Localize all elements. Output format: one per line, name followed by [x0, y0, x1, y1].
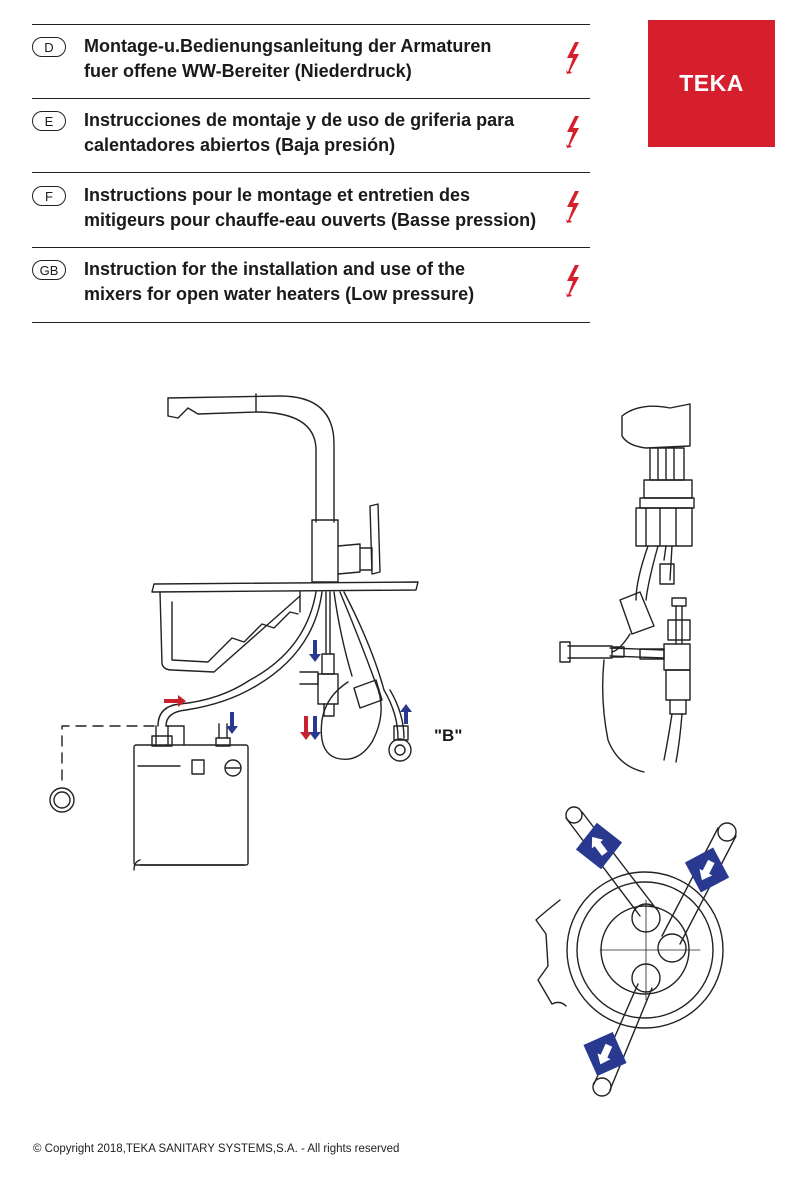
- water-heater: [133, 723, 249, 871]
- title-de-line1: Montage-u.Bedienungsanleitung der Armatu…: [84, 36, 492, 56]
- hot-water-arrow-icon: [164, 695, 312, 740]
- title-gb: Instruction for the installation and use…: [84, 257, 474, 307]
- language-badge-fr: F: [32, 186, 66, 206]
- title-es: Instrucciones de montaje y de uso de gri…: [84, 108, 514, 158]
- language-badge-gb: GB: [32, 260, 66, 280]
- cold-water-arrow-icon: [226, 640, 412, 740]
- flow-direction-markers: [575, 822, 730, 1077]
- title-gb-line2: mixers for open water heaters (Low press…: [84, 284, 475, 304]
- language-badge-es: E: [32, 111, 66, 131]
- electric-connection: [49, 725, 155, 813]
- countertop-and-sink: [151, 581, 419, 673]
- header-row-gb: GB Instruction for the installation and …: [32, 257, 590, 310]
- warning-bolt-icon: [566, 191, 579, 223]
- title-es-line1: Instrucciones de montaje y de uso de gri…: [84, 110, 515, 130]
- header-row-de: D Montage-u.Bedienungsanleitung der Arma…: [32, 34, 590, 87]
- copyright-footer: © Copyright 2018,TEKA SANITARY SYSTEMS,S…: [33, 1143, 400, 1155]
- rule-1: [32, 98, 590, 99]
- title-fr-line2: mitigeurs pour chauffe-eau ouverts (Bass…: [84, 210, 537, 230]
- rule-3: [32, 247, 590, 248]
- faucet-drawing: [167, 393, 381, 583]
- title-fr: Instructions pour le montage et entretie…: [84, 183, 536, 233]
- teka-logo: TEKA: [648, 20, 775, 147]
- title-de-line2: fuer offene WW-Bereiter (Niederdruck): [84, 61, 412, 81]
- valve-fittings: [299, 653, 412, 762]
- teka-logo-text: TEKA: [679, 70, 744, 96]
- rule-bottom: [32, 322, 590, 323]
- title-de: Montage-u.Bedienungsanleitung der Armatu…: [84, 34, 491, 84]
- header-row-fr: F Instructions pour le montage et entret…: [32, 183, 590, 236]
- title-es-line2: calentadores abiertos (Baja presión): [84, 135, 396, 155]
- fitting-detail-drawing: [559, 403, 695, 773]
- connection-pattern-drawing: [535, 806, 737, 1097]
- warning-bolt-icon: [566, 42, 579, 74]
- rule-2: [32, 172, 590, 173]
- label-b: "B": [434, 726, 462, 745]
- rule-top: [32, 24, 590, 25]
- supply-hoses: [157, 591, 405, 760]
- title-fr-line1: Instructions pour le montage et entretie…: [84, 185, 471, 205]
- language-badge-de: D: [32, 37, 66, 57]
- title-gb-line1: Instruction for the installation and use…: [84, 259, 466, 279]
- header-row-es: E Instrucciones de montaje y de uso de g…: [32, 108, 590, 161]
- warning-bolt-icon: [566, 116, 579, 148]
- warning-bolt-icon: [566, 265, 579, 297]
